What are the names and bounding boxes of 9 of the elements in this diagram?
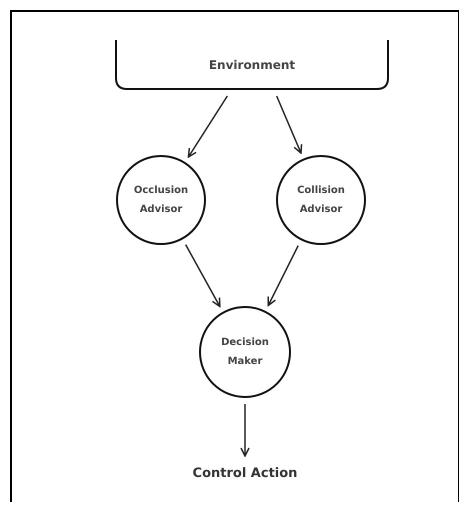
process-circle	[199, 306, 291, 398]
output-label: Control Action	[192, 464, 298, 483]
node-label: Environment	[208, 56, 296, 74]
node-label: Collision Advisor	[296, 184, 346, 217]
process-circle	[116, 155, 206, 245]
node-label: Occlusion Advisor	[132, 184, 190, 217]
node-label: Decision Maker	[220, 336, 270, 369]
environment-bracket	[115, 40, 389, 90]
process-circle	[276, 155, 366, 245]
